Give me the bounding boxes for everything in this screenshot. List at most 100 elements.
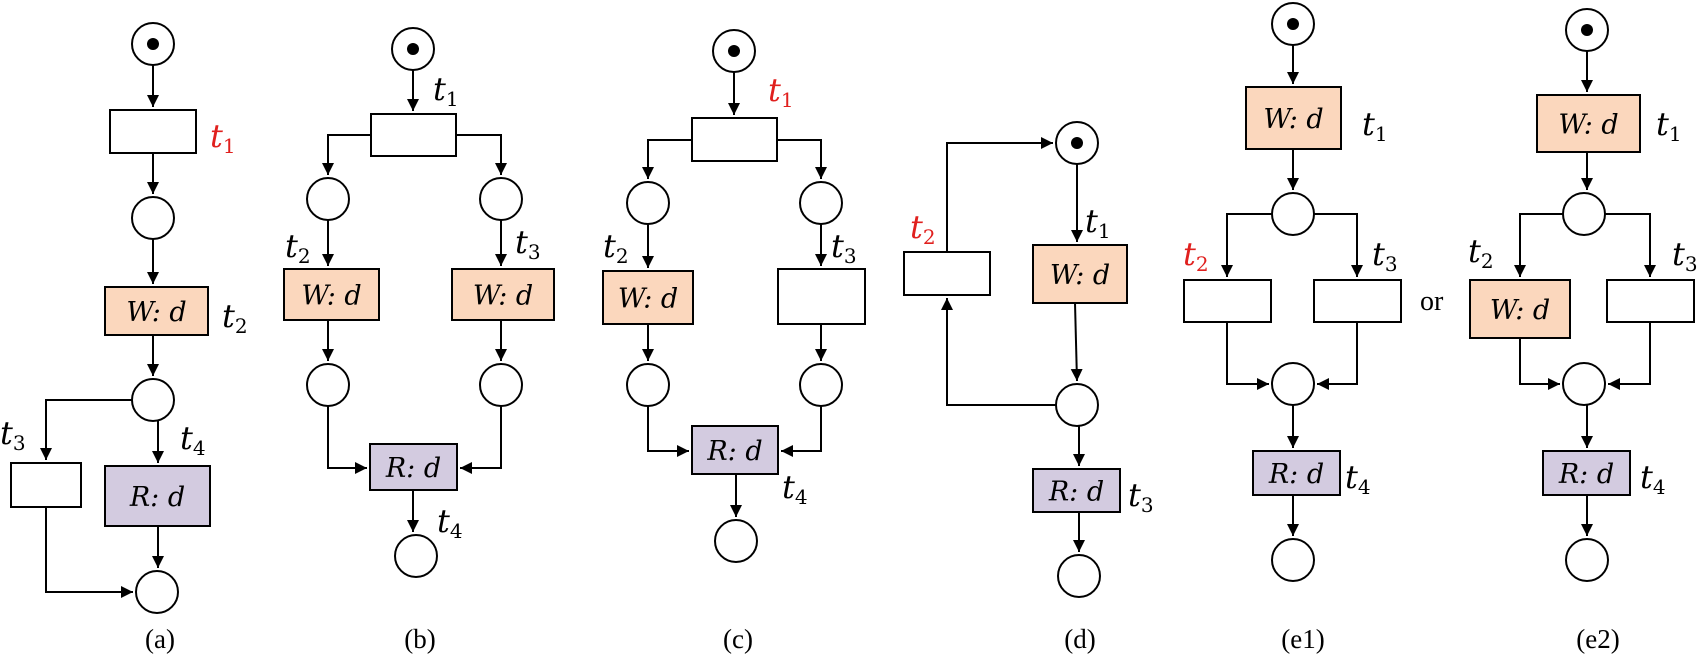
arc-arrow [1514, 213, 1563, 277]
place [1562, 192, 1606, 236]
read-label: R: d [1558, 459, 1614, 490]
token-icon [728, 45, 740, 57]
arc-arrow [40, 399, 132, 460]
place-end [1271, 538, 1315, 582]
write-label: W: d [126, 297, 186, 328]
place [1562, 362, 1606, 406]
arc-arrow [456, 134, 507, 175]
read-label: R: d [1268, 459, 1324, 490]
place [306, 363, 350, 407]
transition-label-t1: t1 [768, 71, 794, 112]
transition-label-t1: t1 [1362, 105, 1388, 146]
transition-label-t4: t4 [180, 419, 206, 460]
transition-t2 [104, 286, 209, 336]
transition-t1 [1536, 94, 1641, 153]
arc-arrow [946, 137, 1053, 252]
place-end [135, 570, 179, 614]
transition-label-t3: t3 [1372, 235, 1398, 276]
arc-arrow [1070, 302, 1083, 382]
place [1055, 383, 1099, 427]
transition-label-t4: t4 [437, 502, 463, 543]
arc-arrow [1605, 213, 1656, 277]
transition-t1 [370, 113, 457, 157]
transition-t1 [109, 109, 197, 154]
arc-arrow [1314, 213, 1363, 277]
arc-arrow [45, 507, 133, 598]
transition-label-t2: t2 [910, 208, 936, 249]
transition-t3 [777, 268, 866, 325]
write-label: W: d [301, 281, 361, 312]
place-end [714, 519, 758, 563]
subfigure-caption: (a) [145, 624, 175, 654]
transition-t3 [1313, 279, 1402, 323]
transition-label-t2: t2 [1183, 235, 1209, 276]
token-icon [1287, 18, 1299, 30]
read-label: R: d [1048, 477, 1104, 508]
transition-label-t1: t1 [1656, 105, 1682, 146]
transition-label-t3: t3 [1672, 235, 1698, 276]
arc-arrow [327, 406, 367, 474]
transition-label-t2: t2 [285, 227, 311, 268]
subfigure-caption: (c) [723, 624, 753, 654]
token-icon [407, 43, 419, 55]
transition-t3 [451, 268, 555, 321]
transition-t2 [1183, 279, 1272, 323]
place-end [394, 534, 438, 578]
subfigure-caption: (e2) [1576, 624, 1619, 654]
arc-arrow [322, 134, 371, 175]
transition-t2 [1469, 279, 1571, 339]
token-icon [147, 38, 159, 50]
transition-label-t3: t3 [831, 227, 857, 268]
place [306, 177, 350, 221]
arc-arrow [1221, 213, 1272, 277]
write-label: W: d [1263, 104, 1323, 135]
place [479, 177, 523, 221]
transition-t1 [691, 117, 778, 162]
place [1271, 192, 1315, 236]
place [626, 181, 670, 225]
arc-arrow [1519, 338, 1560, 390]
transition-label-t3: t3 [0, 414, 26, 455]
transition-label-t3: t3 [1128, 476, 1154, 517]
transition-t3 [10, 462, 82, 508]
place [479, 363, 523, 407]
write-label: W: d [618, 284, 678, 315]
transition-label-t1: t1 [210, 117, 236, 158]
place [131, 378, 175, 422]
transition-label-t2: t2 [222, 297, 248, 338]
arc-arrow [1608, 322, 1651, 390]
subfigure-caption: (e1) [1281, 624, 1324, 654]
transition-t1 [1245, 86, 1342, 150]
place [799, 181, 843, 225]
write-label: W: d [1558, 110, 1618, 141]
arc-arrow [781, 406, 822, 457]
token-icon [1071, 137, 1083, 149]
transition-t2 [602, 270, 694, 325]
transition-label-t1: t1 [433, 70, 459, 111]
transition-label-t4: t4 [1640, 458, 1666, 499]
place [626, 363, 670, 407]
arc-arrow [460, 406, 502, 474]
place [131, 196, 175, 240]
arc-arrow [941, 298, 1056, 406]
transition-t3 [1606, 279, 1695, 323]
transition-label-t2: t2 [603, 227, 629, 268]
write-label: W: d [1050, 260, 1110, 291]
read-label: R: d [385, 453, 441, 484]
transition-t3 [1032, 468, 1121, 513]
transition-label-t2: t2 [1468, 232, 1494, 273]
transition-label-t4: t4 [782, 468, 808, 509]
or-label: or [1420, 286, 1444, 317]
transition-t4 [1252, 450, 1341, 496]
arc-arrow [1317, 322, 1358, 390]
place [1271, 362, 1315, 406]
transition-label-t1: t1 [1085, 202, 1111, 243]
transition-label-t3: t3 [515, 223, 541, 264]
place-end [1057, 554, 1101, 598]
